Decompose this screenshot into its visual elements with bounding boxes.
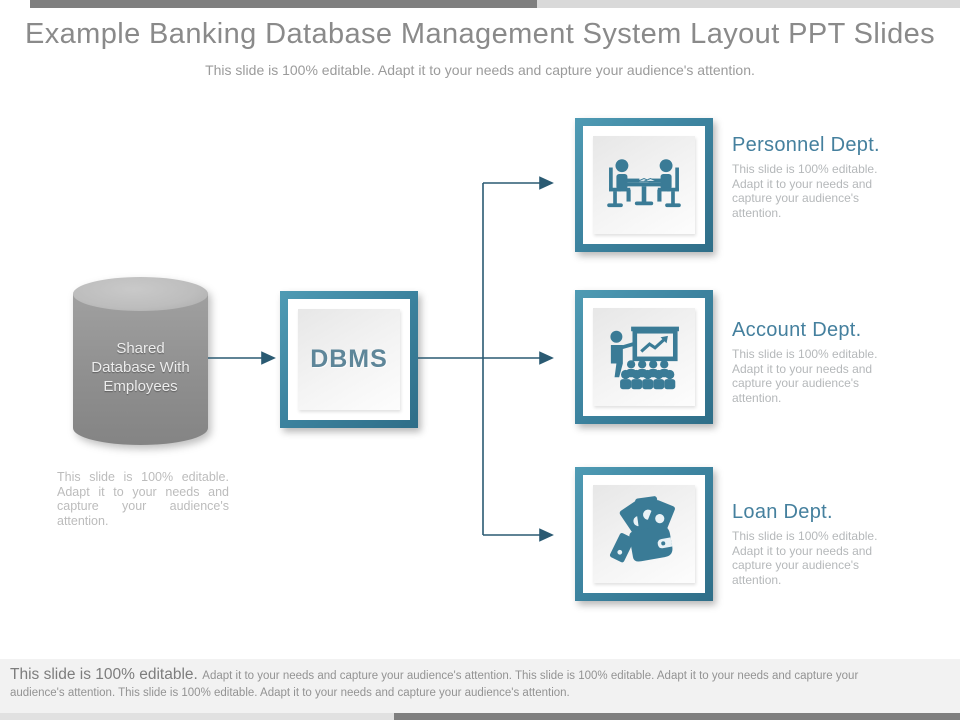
dbms-box-art: DBMS	[298, 309, 400, 410]
footer-rest-text: Adapt it to your needs and capture your …	[10, 670, 859, 699]
database-label: Shared Database With Employees	[91, 340, 190, 395]
footer-lead-text: This slide is 100% editable.	[10, 666, 198, 683]
bottom-accent-bar-dark	[394, 713, 960, 720]
account-box-mat	[583, 298, 705, 416]
personnel-dept-description: This slide is 100% editable. Adapt it to…	[732, 162, 878, 220]
account-dept-box	[575, 290, 713, 424]
footer-band: This slide is 100% editable. Adapt it to…	[0, 659, 960, 713]
loan-dept-box	[575, 467, 713, 601]
account-dept-text: Account Dept. This slide is 100% editabl…	[732, 319, 897, 405]
loan-dept-description: This slide is 100% editable. Adapt it to…	[732, 529, 878, 587]
personnel-dept-box	[575, 118, 713, 252]
loan-box-art	[593, 485, 695, 583]
top-accent-bar-light	[537, 0, 960, 8]
loan-dept-text: Loan Dept. This slide is 100% editable. …	[732, 501, 897, 587]
top-accent-bar-dark	[30, 0, 537, 8]
bottom-accent-bar-light	[0, 713, 394, 720]
page-subtitle: This slide is 100% editable. Adapt it to…	[205, 62, 755, 78]
dbms-box: DBMS	[280, 291, 418, 428]
dbms-box-mat: DBMS	[288, 299, 410, 420]
account-dept-description: This slide is 100% editable. Adapt it to…	[732, 347, 878, 405]
money-wallet-icon	[609, 496, 675, 563]
shared-database-cylinder: Shared Database With Employees	[73, 277, 208, 445]
personnel-box-art	[593, 136, 695, 234]
personnel-dept-title: Personnel Dept.	[732, 134, 880, 156]
personnel-box-mat	[583, 126, 705, 244]
database-note: This slide is 100% editable. Adapt it to…	[57, 470, 229, 528]
loan-dept-title: Loan Dept.	[732, 501, 833, 523]
personnel-dept-text: Personnel Dept. This slide is 100% edita…	[732, 134, 897, 220]
presentation-chart-icon	[610, 326, 679, 390]
loan-box-mat	[583, 475, 705, 593]
meeting-icon	[607, 159, 681, 208]
account-dept-title: Account Dept.	[732, 319, 862, 341]
database-cylinder-body	[73, 294, 208, 445]
dbms-label: DBMS	[310, 345, 388, 373]
account-box-art	[593, 308, 695, 406]
database-cylinder-top	[73, 277, 208, 311]
page-title: Example Banking Database Management Syst…	[24, 18, 936, 50]
